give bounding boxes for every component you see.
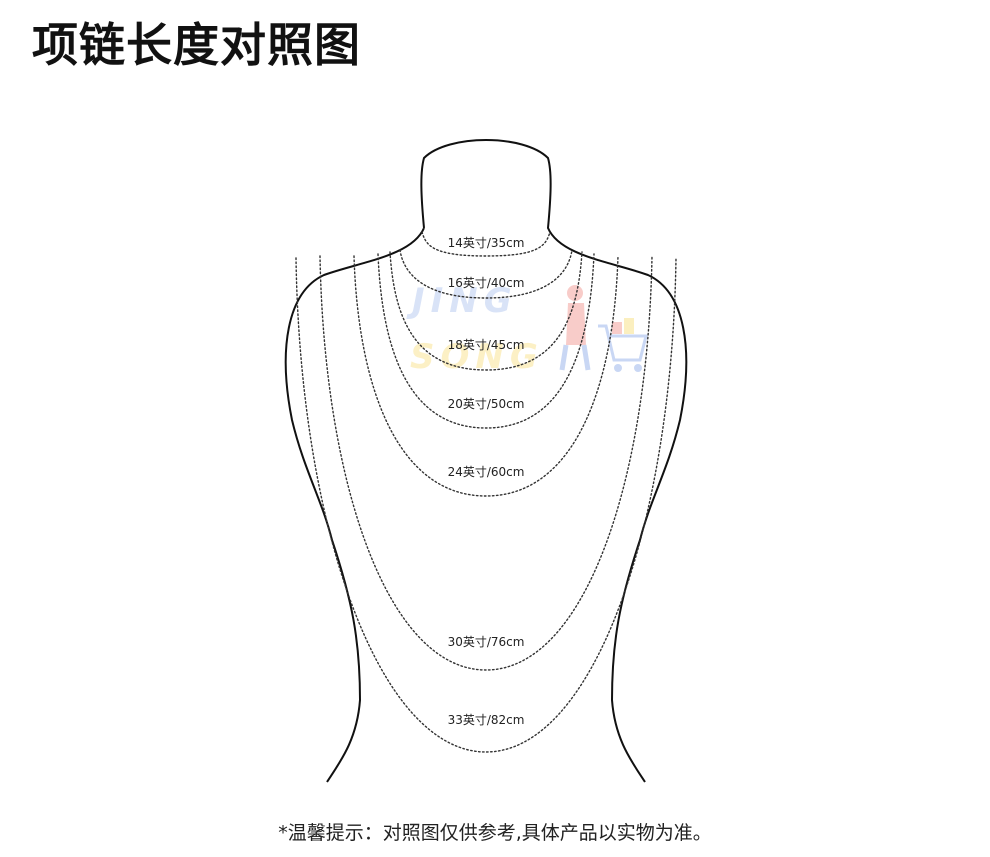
necklace-chain-14in xyxy=(421,231,551,257)
necklace-chain-20in xyxy=(377,253,595,429)
necklace-label-16in: 16英寸/40cm xyxy=(448,276,525,290)
necklace-chain-18in xyxy=(389,251,583,371)
necklace-chains xyxy=(295,231,677,753)
necklace-chain-30in xyxy=(319,255,653,671)
disclaimer-note: *温馨提示：对照图仅供参考,具体产品以实物为准。 xyxy=(278,822,712,844)
necklace-label-20in: 20英寸/50cm xyxy=(448,397,525,411)
watermark-line1: JING xyxy=(406,281,518,321)
shopping-cart-icon xyxy=(598,318,648,372)
mannequin-outline xyxy=(284,139,688,783)
necklace-chain-33in xyxy=(295,257,677,753)
necklace-label-14in: 14英寸/35cm xyxy=(448,236,525,250)
necklace-chain-16in xyxy=(399,249,573,299)
necklace-label-30in: 30英寸/76cm xyxy=(448,635,525,649)
necklace-label-18in: 18英寸/45cm xyxy=(448,338,525,352)
necklace-label-33in: 33英寸/82cm xyxy=(448,713,525,727)
watermark-line2: SONG xyxy=(410,337,544,377)
necklace-label-24in: 24英寸/60cm xyxy=(448,465,525,479)
necklace-chain-24in xyxy=(353,255,619,497)
page-title: 项链长度对照图 xyxy=(32,18,361,72)
